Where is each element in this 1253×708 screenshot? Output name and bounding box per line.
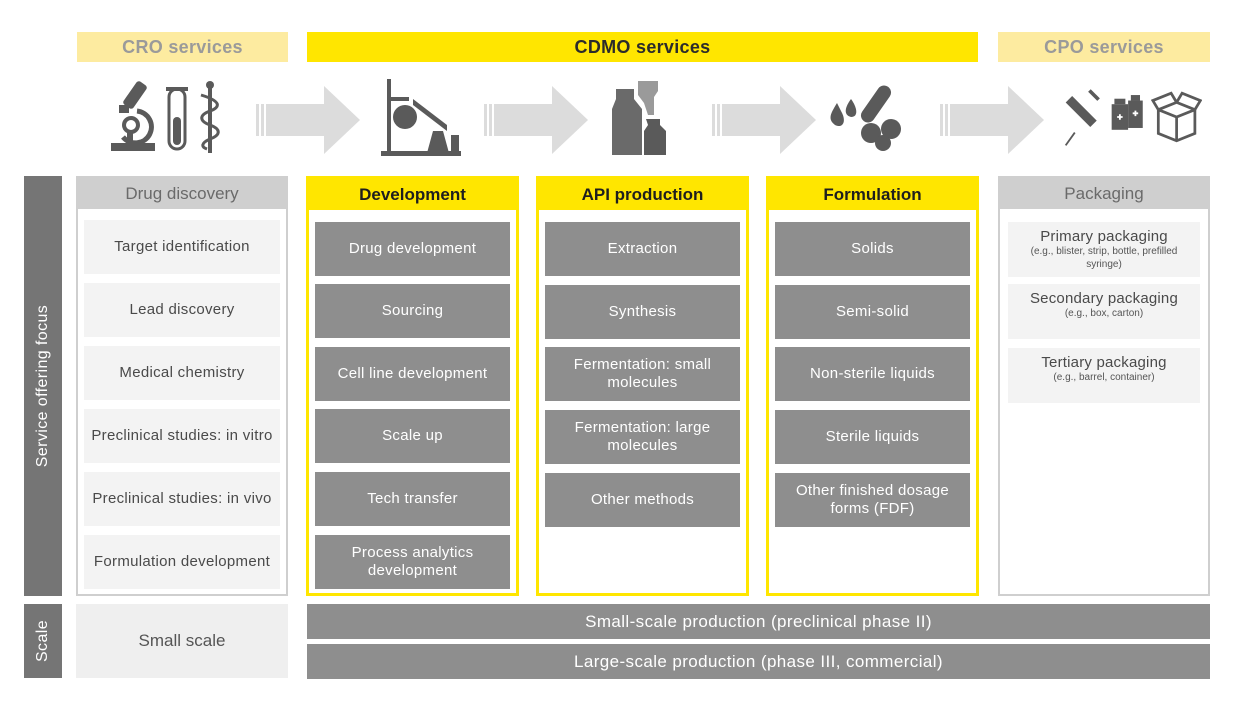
list-item: Tertiary packaging (e.g., barrel, contai… [1008, 348, 1200, 403]
list-item: Cell line development [315, 347, 510, 401]
list-item: Formulation development [84, 535, 280, 589]
service-offering-focus-text: Service offering focus [34, 304, 51, 468]
list-item: Fermentation: small molecules [545, 347, 740, 401]
cro-services-header: CRO services [77, 32, 288, 62]
list-item: Preclinical studies: in vivo [84, 472, 280, 526]
packaging-item-title: Secondary packaging [1029, 290, 1179, 307]
list-item: Target identification [84, 220, 280, 274]
list-item: Other finished dosage forms (FDF) [775, 473, 970, 527]
packaging-item-subtitle: (e.g., box, carton) [1064, 308, 1144, 319]
packaging-item-title: Primary packaging [1040, 228, 1168, 245]
cpo-icons [1062, 72, 1203, 162]
packaging-column: Packaging Primary packaging (e.g., blist… [998, 176, 1210, 596]
packaging-title: Packaging [1000, 178, 1208, 209]
microscope-icon [111, 81, 155, 151]
development-column: Development Drug development Sourcing Ce… [306, 176, 519, 596]
packaging-item-subtitle: (e.g., blister, strip, bottle, prefilled… [1030, 246, 1178, 270]
scale-label: Scale [24, 604, 62, 678]
list-item: Medical chemistry [84, 346, 280, 400]
list-item: Tech transfer [315, 472, 510, 526]
arrow-icon [256, 86, 360, 154]
formulation-icons [822, 72, 912, 162]
cpo-services-header: CPO services [998, 32, 1210, 62]
list-item: Synthesis [545, 285, 740, 339]
drug-discovery-title: Drug discovery [78, 178, 286, 209]
list-item: Lead discovery [84, 283, 280, 337]
cdmo-services-header: CDMO services [307, 32, 978, 62]
syringe-icon [1064, 89, 1100, 146]
api-production-title: API production [539, 179, 746, 210]
api-icons [600, 72, 680, 162]
service-offering-focus-label: Service offering focus [24, 176, 62, 596]
list-item: Secondary packaging (e.g., box, carton) [1008, 284, 1200, 339]
cro-icons [100, 72, 230, 162]
test-tube-icon [166, 87, 188, 151]
small-scale-production-bar: Small-scale production (preclinical phas… [307, 604, 1210, 639]
arrow-icon [484, 86, 588, 154]
list-item: Other methods [545, 473, 740, 527]
list-item: Sterile liquids [775, 410, 970, 464]
caduceus-icon [200, 81, 220, 153]
large-scale-production-bar: Large-scale production (phase III, comme… [307, 644, 1210, 679]
bottles-icon [612, 81, 666, 155]
box-icon [1150, 91, 1203, 143]
lab-apparatus-icon [381, 79, 461, 156]
medicine-bottles-icon [1111, 95, 1143, 130]
formulation-column: Formulation Solids Semi-solid Non-steril… [766, 176, 979, 596]
list-item: Scale up [315, 409, 510, 463]
list-item: Non-sterile liquids [775, 347, 970, 401]
small-scale-box: Small scale [76, 604, 288, 678]
arrow-icon [940, 86, 1044, 154]
packaging-item-subtitle: (e.g., barrel, container) [1053, 372, 1155, 383]
development-icons [372, 72, 472, 162]
list-item: Sourcing [315, 284, 510, 338]
scale-text: Scale [34, 619, 51, 663]
list-item: Fermentation: large molecules [545, 410, 740, 464]
list-item: Drug development [315, 222, 510, 276]
drug-discovery-column: Drug discovery Target identification Lea… [76, 176, 288, 596]
list-item: Preclinical studies: in vitro [84, 409, 280, 463]
formulation-title: Formulation [769, 179, 976, 210]
arrow-icon [712, 86, 816, 154]
list-item: Extraction [545, 222, 740, 276]
packaging-item-title: Tertiary packaging [1041, 354, 1167, 371]
development-title: Development [309, 179, 516, 210]
drops-and-pills-icon [830, 85, 901, 151]
api-production-column: API production Extraction Synthesis Ferm… [536, 176, 749, 596]
list-item: Semi-solid [775, 285, 970, 339]
list-item: Primary packaging (e.g., blister, strip,… [1008, 222, 1200, 277]
list-item: Solids [775, 222, 970, 276]
list-item: Process analytics development [315, 535, 510, 589]
